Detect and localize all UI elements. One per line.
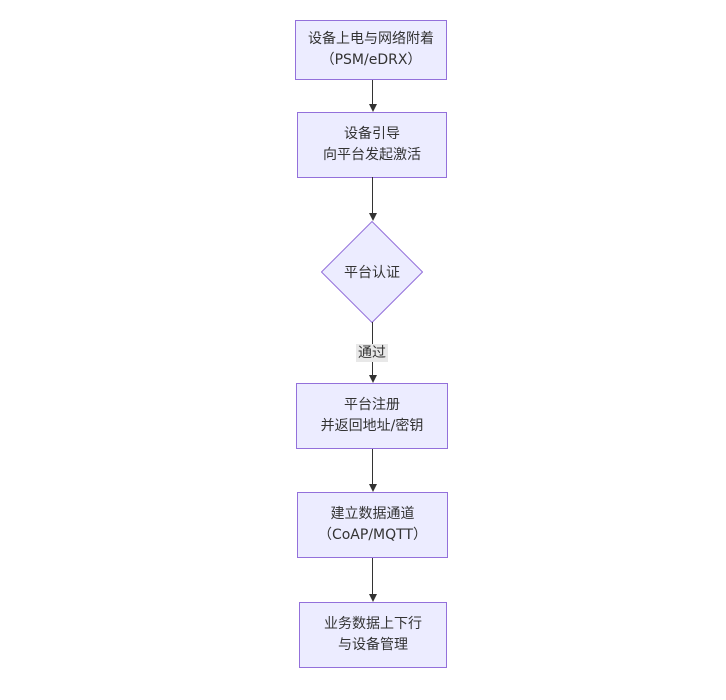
node-label-line: 业务数据上下行 <box>324 616 422 632</box>
edge-label-pass: 通过 <box>356 344 388 362</box>
node-device-bootstrap: 设备引导 向平台发起激活 <box>297 112 447 178</box>
node-label-line: 建立数据通道 <box>330 506 415 522</box>
node-data-channel: 建立数据通道 （CoAP/MQTT） <box>297 492 448 558</box>
flow-arrow-4 <box>368 449 377 492</box>
node-platform-register: 平台注册 并返回地址/密钥 <box>296 383 448 449</box>
node-label-line: 与设备管理 <box>338 637 408 653</box>
decision-platform-auth: 平台认证 <box>321 221 423 323</box>
flow-arrow-2 <box>368 177 377 221</box>
node-label-line: 向平台发起激活 <box>323 147 421 163</box>
node-power-network-attach: 设备上电与网络附着 （PSM/eDRX） <box>295 20 447 80</box>
node-label-line: （PSM/eDRX） <box>320 52 422 68</box>
flow-arrow-1 <box>368 80 377 112</box>
flow-arrow-5 <box>368 558 377 602</box>
node-label-line: 并返回地址/密钥 <box>320 418 424 434</box>
node-label-line: （CoAP/MQTT） <box>317 527 428 543</box>
node-label-line: 设备上电与网络附着 <box>308 31 434 47</box>
node-label-line: 平台注册 <box>344 397 400 413</box>
node-label-line: 设备引导 <box>344 126 400 142</box>
decision-label: 平台认证 <box>344 265 400 281</box>
node-business-data: 业务数据上下行 与设备管理 <box>299 602 447 668</box>
